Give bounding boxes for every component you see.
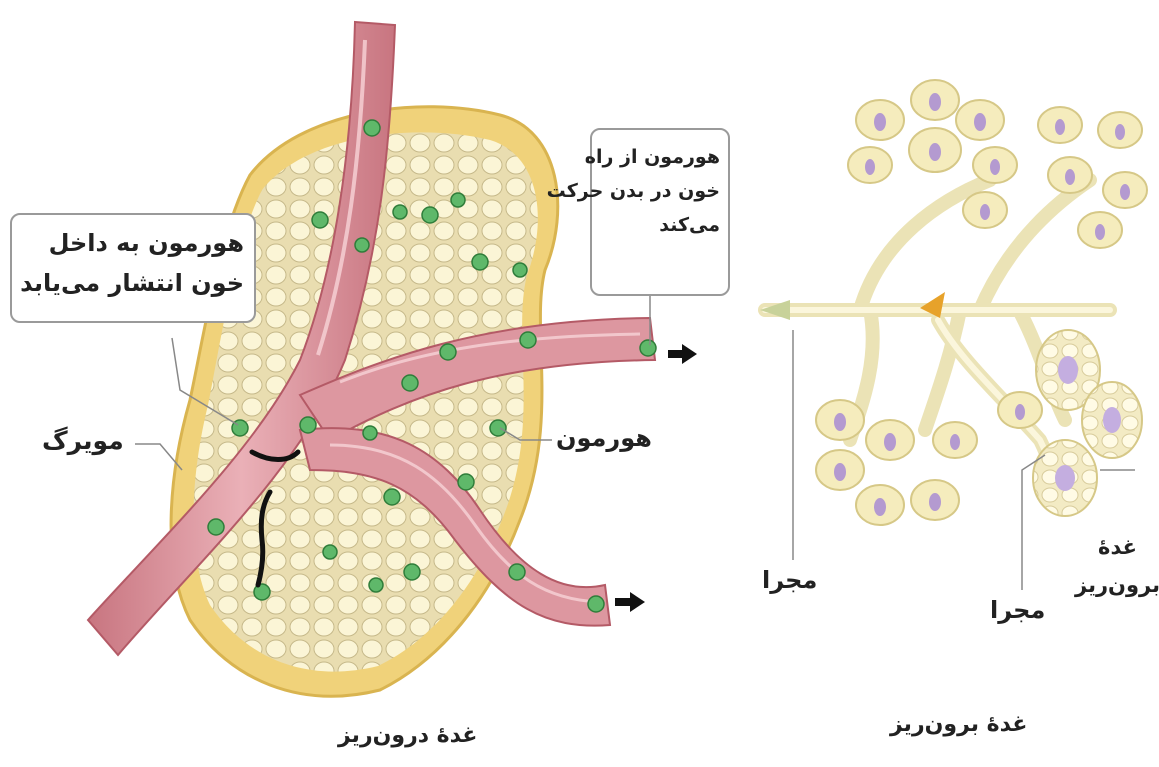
callout-diffusion-line1: هورمون به داخل (12, 223, 244, 263)
label-capillary: مویرگ (42, 426, 124, 455)
caption-exocrine-gland: غدهٔ برون‌ریز (890, 712, 1027, 737)
endocrine-gland (88, 22, 697, 696)
callout-transport-line1: هورمون از راه (592, 140, 720, 174)
outflow-arrow-icons (615, 344, 697, 612)
callout-diffusion-line2: خون انتشار می‌یابد (12, 263, 244, 303)
callout-hormone-transport: هورمون از راه خون در بدن حرکت می‌کند (590, 128, 730, 296)
label-exocrine-line2: برون‌ریز (1075, 566, 1159, 604)
label-duct-left: مجرا (762, 566, 817, 594)
callout-transport-line2: خون در بدن حرکت (592, 174, 720, 208)
exocrine-acini (1033, 330, 1142, 516)
label-hormone: هورمون (556, 424, 652, 452)
label-exocrine-line1: غدهٔ (1075, 528, 1159, 566)
label-exocrine-gland: غدهٔ برون‌ریز (1075, 528, 1159, 604)
label-duct-right: مجرا (990, 596, 1045, 624)
caption-endocrine-gland: غدهٔ درون‌ریز (338, 723, 477, 748)
exocrine-gland (760, 80, 1147, 590)
callout-hormone-diffusion: هورمون به داخل خون انتشار می‌یابد (10, 213, 256, 323)
callout-transport-line3: می‌کند (592, 208, 720, 242)
